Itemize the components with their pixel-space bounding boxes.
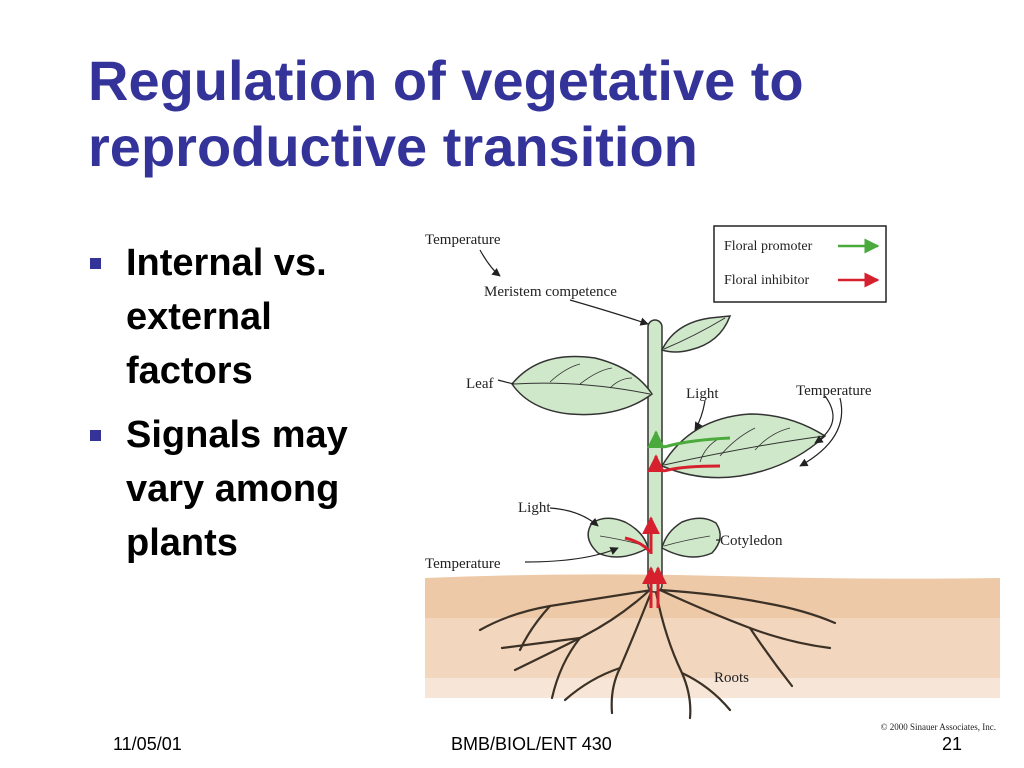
roots <box>478 586 837 720</box>
copyright-notice: © 2000 Sinauer Associates, Inc. <box>881 722 996 732</box>
label-light-lower: Light <box>518 500 551 516</box>
footer-date: 11/05/01 <box>113 734 182 754</box>
plant-flowering-diagram: Temperature Meristem competence Leaf Lig… <box>425 225 1000 732</box>
left-leaf <box>511 355 654 416</box>
slide-title-line-1: Regulation of vegetative to <box>88 49 804 112</box>
pointer-temperature-right-1 <box>814 395 834 444</box>
bullet-2-line-1: Signals may <box>126 414 348 456</box>
footer-course: BMB/BIOL/ENT 430 <box>451 734 612 754</box>
slide-title-line-2: reproductive transition <box>88 115 698 178</box>
soil-band-lower <box>425 618 1000 698</box>
pointer-temperature-lower <box>524 547 619 563</box>
label-cotyledon: Cotyledon <box>720 533 783 549</box>
square-bullet-icon <box>90 258 101 269</box>
pointer-temperature-to-meristem <box>479 249 501 277</box>
bullet-1-line-2: external <box>126 296 272 338</box>
legend: Floral promoter Floral inhibitor <box>713 225 887 303</box>
square-bullet-icon <box>90 430 101 441</box>
cotyledon-right <box>661 517 721 558</box>
label-temperature-top: Temperature <box>425 232 501 248</box>
legend-promoter-label: Floral promoter <box>724 239 813 254</box>
footer-page-number: 21 <box>942 734 963 754</box>
inhibitor-arrow-cotyledon <box>624 536 652 553</box>
pointer-light-upper <box>694 400 706 431</box>
label-roots: Roots <box>714 670 749 686</box>
label-leaf: Leaf <box>466 376 493 392</box>
bullet-1-line-1: Internal vs. <box>126 242 327 284</box>
bullet-2-line-3: plants <box>126 522 238 564</box>
bullet-1-line-3: factors <box>126 350 253 392</box>
pointer-leaf <box>497 379 515 385</box>
bullet-item-1: Internal vs. external factors <box>88 236 408 398</box>
pointer-meristem-to-stem <box>569 299 649 326</box>
inhibitor-arrow-leaf <box>647 454 721 473</box>
label-temperature-right: Temperature <box>796 383 872 399</box>
slide-title: Regulation of vegetative to reproductive… <box>88 48 988 180</box>
pointer-temperature-right-2 <box>799 397 843 467</box>
label-light-upper: Light <box>686 386 719 402</box>
legend-inhibitor-label: Floral inhibitor <box>724 273 810 288</box>
cotyledon-left <box>587 517 649 558</box>
pointer-light-lower <box>549 507 599 527</box>
bullet-2-line-2: vary among <box>126 468 340 510</box>
promoter-arrow-leaf <box>647 430 731 449</box>
legend-box <box>713 225 887 303</box>
label-temperature-lower: Temperature <box>425 556 501 572</box>
bullet-list: Internal vs. external factors Signals ma… <box>88 236 408 580</box>
label-meristem-competence: Meristem competence <box>484 284 617 300</box>
bullet-item-2: Signals may vary among plants <box>88 408 408 570</box>
